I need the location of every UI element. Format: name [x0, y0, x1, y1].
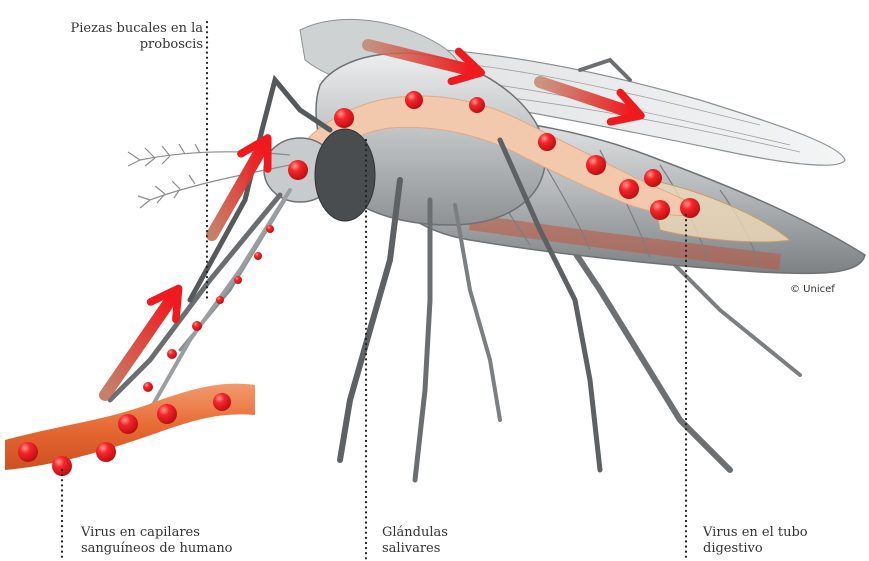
virus-particle [288, 160, 308, 180]
label-virus-capillaries: Virus en capilares sanguíneos de humano [81, 525, 233, 557]
virus-particle [157, 404, 177, 424]
label-salivary-glands: Glándulas salivares [382, 525, 448, 557]
virus-particle [254, 252, 262, 260]
virus-particle [167, 349, 177, 359]
label-virus-digestive-tract: Virus en el tubo digestivo [703, 525, 808, 557]
virus-particle [192, 321, 202, 331]
arrow-proboscis-upper [212, 148, 262, 235]
copyright-notice: © Unicef [790, 284, 835, 295]
virus-particle [650, 200, 670, 220]
virus-particle [18, 442, 38, 462]
virus-particle [216, 296, 224, 304]
virus-particle [469, 97, 485, 113]
virus-particle [619, 179, 639, 199]
virus-particle [538, 133, 556, 151]
virus-particle [213, 393, 231, 411]
virus-particle [266, 225, 274, 233]
virus-particle [680, 198, 700, 218]
virus-particle [118, 414, 138, 434]
virus-particle [405, 91, 423, 109]
virus-particle [234, 276, 242, 284]
virus-particle [644, 169, 662, 187]
virus-particle [586, 155, 606, 175]
virus-particle [334, 108, 354, 128]
proboscis [110, 190, 290, 410]
virus-particle [143, 382, 153, 392]
label-mouthparts-proboscis: Piezas bucales en la proboscis [71, 21, 204, 53]
virus-particle [52, 456, 72, 476]
virus-particle [96, 442, 116, 462]
